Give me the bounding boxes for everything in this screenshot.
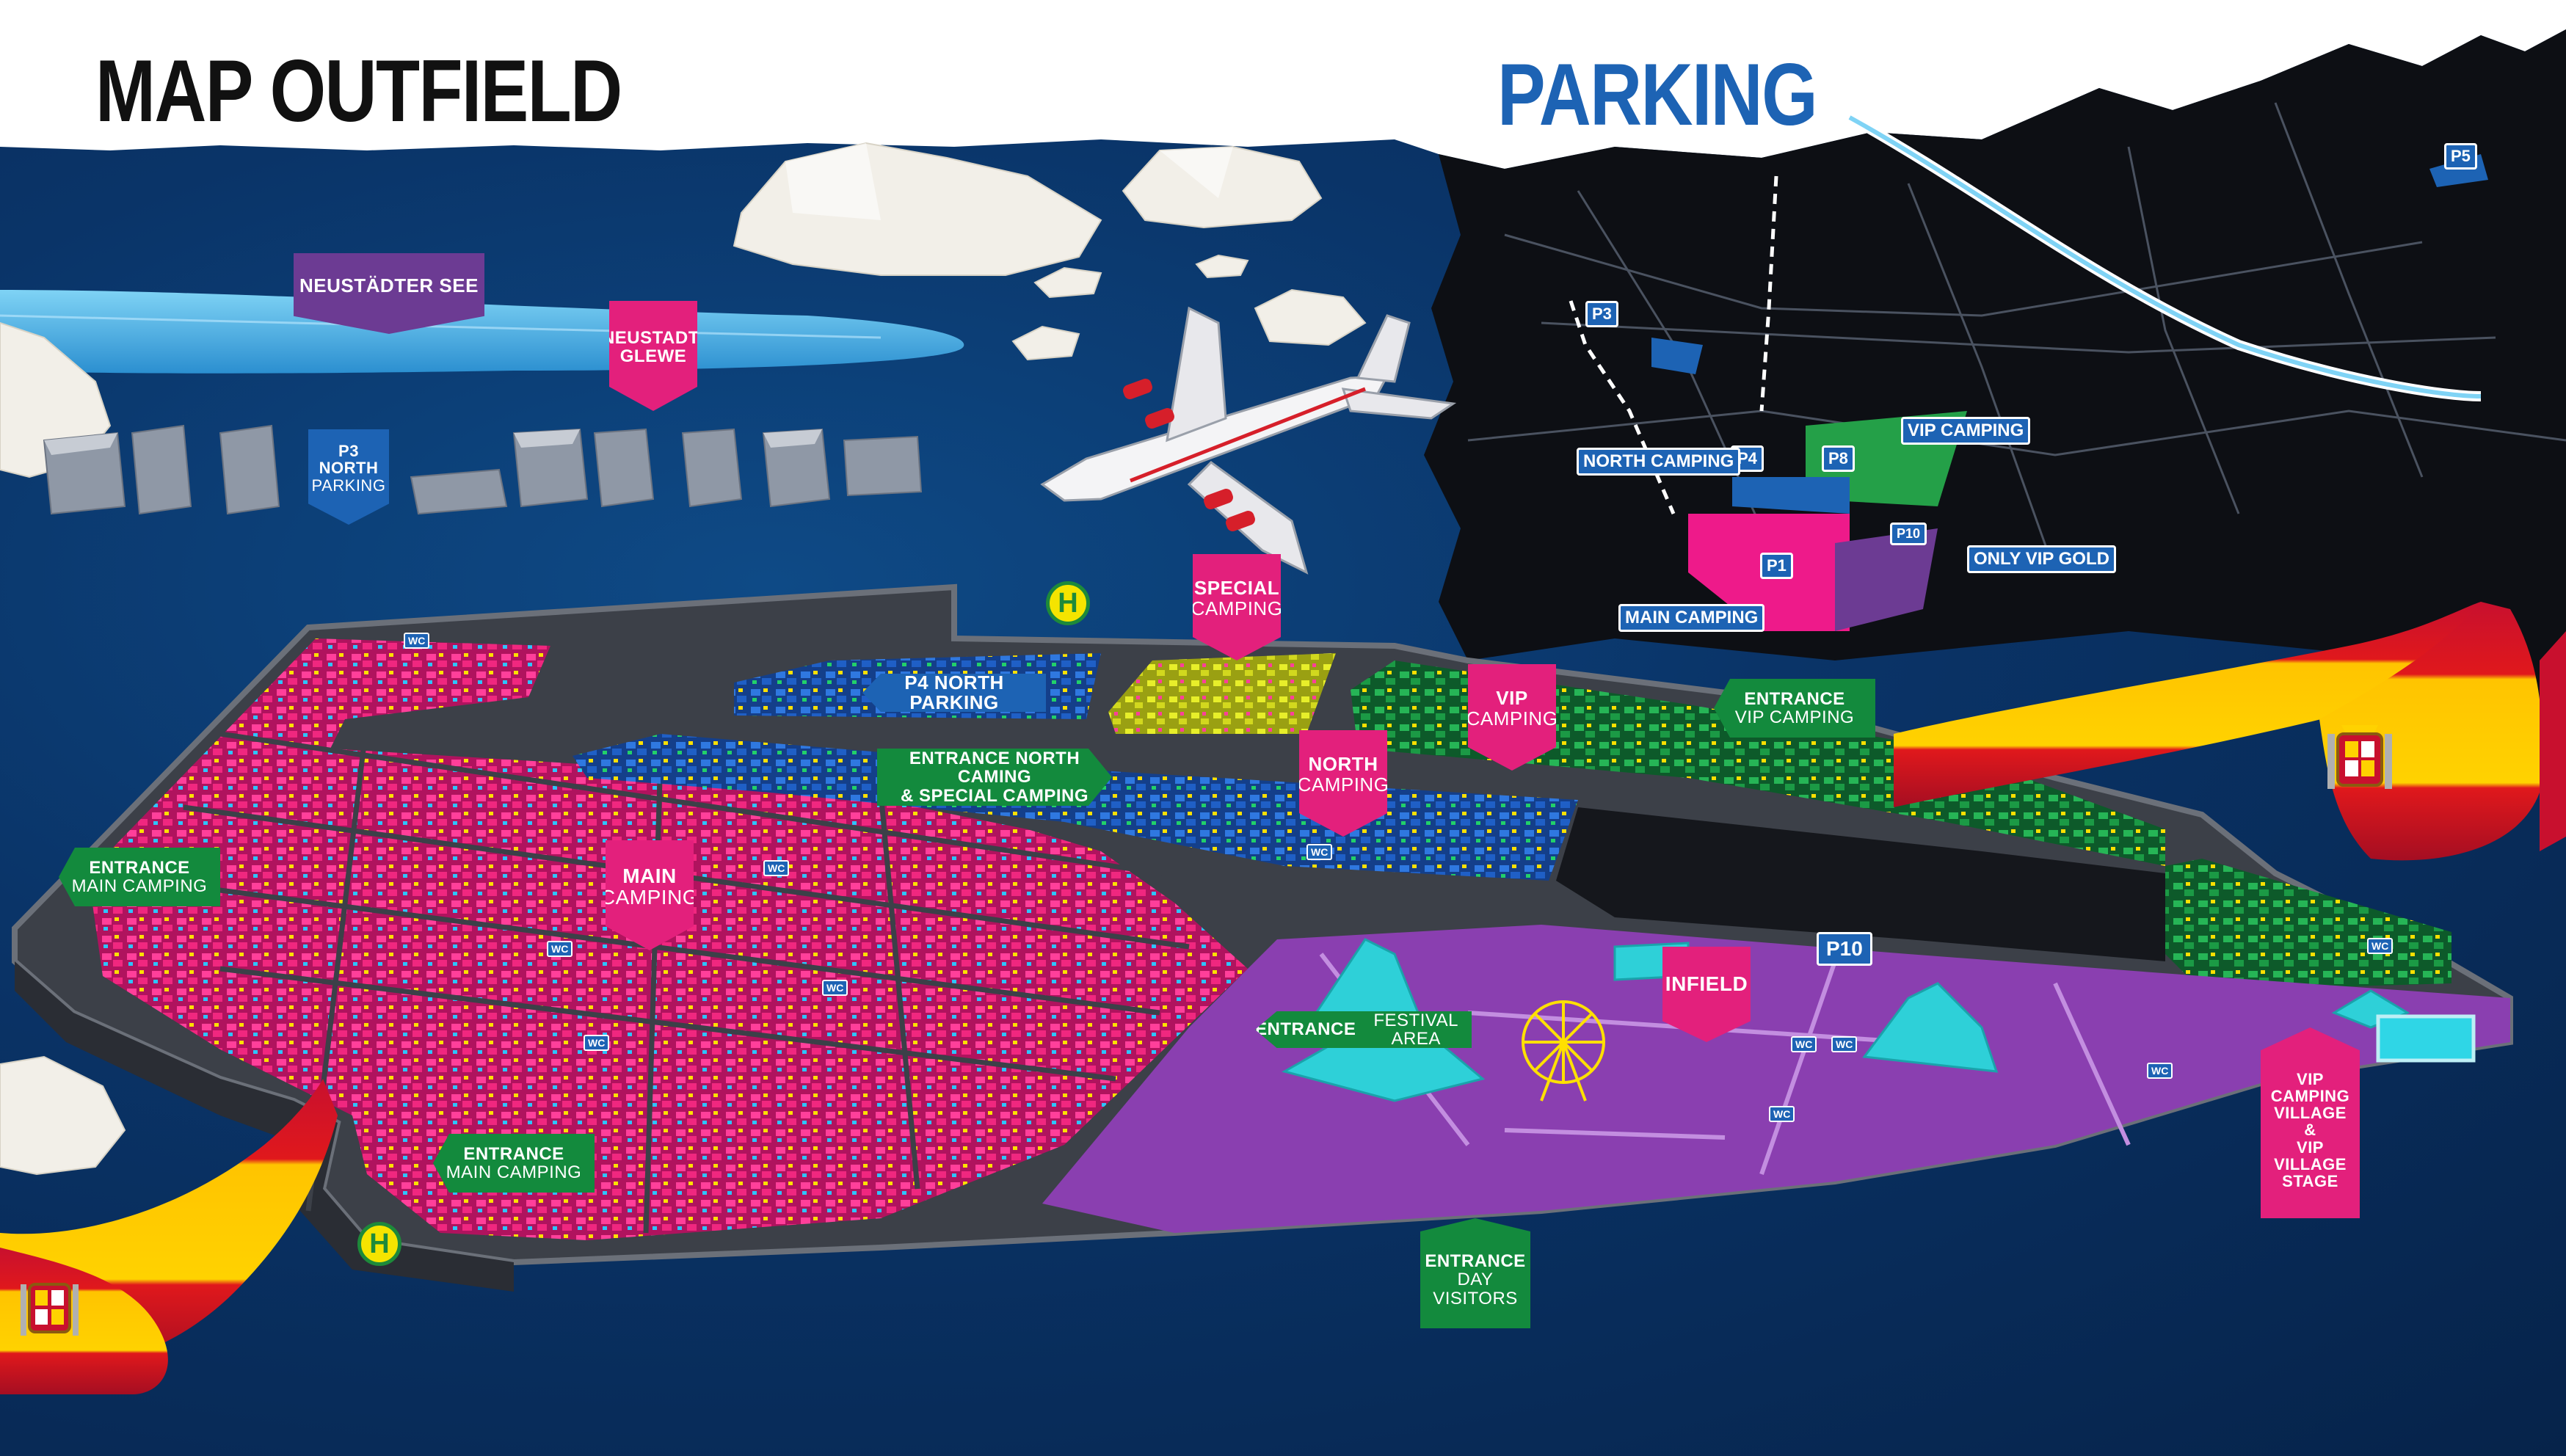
wc-icon[interactable]: WC — [1769, 1106, 1795, 1122]
north-camping-line2: CAMPING — [1297, 773, 1389, 796]
label-entrance-festival-area[interactable]: ENTRANCE FESTIVAL AREA — [1255, 1011, 1472, 1048]
vip-village-line2: CAMPING — [2270, 1087, 2350, 1106]
zone-p10-lot — [1556, 807, 2165, 961]
label-infield[interactable]: INFIELD — [1662, 947, 1751, 1042]
entrance-main-left-line1: ENTRANCE — [89, 857, 190, 878]
label-entrance-main-camping-bottom[interactable]: ENTRANCE MAIN CAMPING — [433, 1134, 595, 1193]
wc-icon[interactable]: WC — [1831, 1036, 1858, 1052]
label-main-camping[interactable]: MAIN CAMPING — [606, 840, 694, 950]
entrance-north-line1: ENTRANCE NORTH CAMING — [909, 749, 1080, 787]
entrance-main-bottom-line1: ENTRANCE — [463, 1143, 564, 1164]
parking-title: PARKING — [1497, 46, 1818, 144]
entrance-vip-line1: ENTRANCE — [1744, 688, 1845, 709]
inset-p8-tag[interactable]: P8 — [1822, 445, 1855, 472]
inset-p3-tag[interactable]: P3 — [1585, 301, 1618, 327]
vip-village-line6: STAGE — [2282, 1171, 2338, 1190]
inset-only-vip-gold-label[interactable]: ONLY VIP GOLD — [1967, 545, 2116, 573]
wc-icon[interactable]: WC — [763, 860, 790, 876]
vip-village-line1: VIP — [2297, 1070, 2324, 1089]
entrance-day-line1: ENTRANCE — [1425, 1251, 1526, 1272]
main-camping-line1: MAIN — [622, 864, 677, 887]
entrance-north-line2: & SPECIAL CAMPING — [900, 785, 1089, 806]
neustadt-glewe-line1: NEUSTADT- — [601, 327, 705, 348]
label-entrance-north-camping[interactable]: ENTRANCE NORTH CAMING & SPECIAL CAMPING — [877, 749, 1112, 806]
inset-north-camping-label[interactable]: NORTH CAMPING — [1577, 448, 1741, 476]
special-camping-line2: CAMPING — [1191, 597, 1283, 619]
wc-icon[interactable]: WC — [404, 633, 430, 649]
neustadt-glewe-line2: GLEWE — [619, 346, 687, 366]
label-vip-camping-village[interactable]: VIP CAMPING VILLAGE & VIP VILLAGE STAGE — [2261, 1027, 2360, 1218]
label-entrance-vip-camping[interactable]: ENTRANCE VIP CAMPING — [1714, 679, 1875, 738]
wc-icon[interactable]: WC — [584, 1035, 610, 1051]
label-p10[interactable]: P10 — [1817, 932, 1872, 966]
entrance-festival-line2: FESTIVAL AREA — [1373, 1010, 1458, 1049]
ferris-wheel — [1522, 1000, 1605, 1102]
label-entrance-day-visitors[interactable]: ENTRANCE DAY VISITORS — [1420, 1218, 1530, 1328]
p3-north-line2: PARKING — [311, 476, 386, 495]
vip-village-line4: & — [2304, 1121, 2316, 1140]
wc-icon[interactable]: WC — [822, 980, 848, 996]
coat-of-arms-right — [2327, 725, 2392, 789]
label-p3-north-parking[interactable]: P3 NORTH PARKING — [308, 429, 389, 525]
label-entrance-main-camping-left[interactable]: ENTRANCE MAIN CAMPING — [59, 848, 220, 906]
airplane — [1040, 306, 1457, 575]
entrance-day-line3: VISITORS — [1433, 1288, 1518, 1308]
map-title: MAP OUTFIELD — [95, 42, 622, 140]
pool — [2376, 1014, 2476, 1063]
label-neustadter-see[interactable]: NEUSTÄDTER SEE — [294, 253, 484, 334]
inset-p4 — [1732, 477, 1850, 514]
zone-special-camping — [1108, 653, 1336, 734]
vip-camping-line1: VIP — [1496, 687, 1528, 710]
inset-p10-tag[interactable]: P10 — [1890, 523, 1927, 545]
wc-icon[interactable]: WC — [2367, 938, 2394, 954]
wc-icon[interactable]: WC — [2147, 1063, 2173, 1079]
label-neustadt-glewe[interactable]: NEUSTADT- GLEWE — [609, 301, 697, 411]
neustadter-see-text: NEUSTÄDTER SEE — [299, 274, 479, 297]
top-paper-band — [0, 0, 2566, 169]
wc-icon[interactable]: WC — [1791, 1036, 1817, 1052]
label-p4-north-parking[interactable]: P4 NORTH PARKING — [862, 674, 1046, 712]
label-special-camping[interactable]: SPECIAL CAMPING — [1193, 554, 1281, 660]
bus-stop-icon-south[interactable]: H — [357, 1222, 401, 1266]
lake-neustadter-see — [0, 290, 964, 374]
wc-icon[interactable]: WC — [547, 941, 573, 957]
label-vip-camping[interactable]: VIP CAMPING — [1468, 664, 1556, 771]
inset-p5-tag[interactable]: P5 — [2444, 143, 2477, 170]
zone-vip-east — [2165, 859, 2451, 991]
entrance-festival-line1: ENTRANCE — [1255, 1019, 1356, 1040]
special-camping-line1: SPECIAL — [1193, 577, 1280, 600]
wc-icon[interactable]: WC — [1306, 844, 1333, 860]
vip-camping-line2: CAMPING — [1466, 707, 1558, 729]
inset-p3 — [1651, 338, 1703, 374]
vip-village-line5: VIP VILLAGE — [2274, 1138, 2347, 1173]
north-camping-line1: NORTH — [1308, 753, 1378, 776]
p3-north-line1: P3 NORTH — [319, 442, 379, 478]
p4-north-parking-text: P4 NORTH PARKING — [904, 671, 1004, 713]
entrance-main-bottom-line2: MAIN CAMPING — [446, 1162, 582, 1182]
flag-ribbon-right — [1894, 602, 2510, 807]
inset-main-camping-label[interactable]: MAIN CAMPING — [1618, 604, 1765, 632]
entrance-day-line2: DAY — [1457, 1270, 1494, 1290]
inset-p1-tag[interactable]: P1 — [1760, 553, 1793, 579]
main-camping-line2: CAMPING — [600, 886, 699, 909]
inset-vip-gold — [1835, 528, 1938, 631]
inset-vip-camping-label[interactable]: VIP CAMPING — [1901, 417, 2031, 445]
label-north-camping[interactable]: NORTH CAMPING — [1299, 730, 1387, 837]
town-buildings — [43, 424, 923, 515]
entrance-vip-line2: VIP CAMPING — [1734, 707, 1855, 727]
vip-village-line3: VILLAGE — [2274, 1104, 2347, 1123]
bus-stop-icon-north[interactable]: H — [1046, 581, 1090, 625]
coat-of-arms-left — [21, 1283, 79, 1336]
entrance-main-left-line2: MAIN CAMPING — [71, 876, 208, 896]
infield-text: INFIELD — [1665, 972, 1748, 996]
